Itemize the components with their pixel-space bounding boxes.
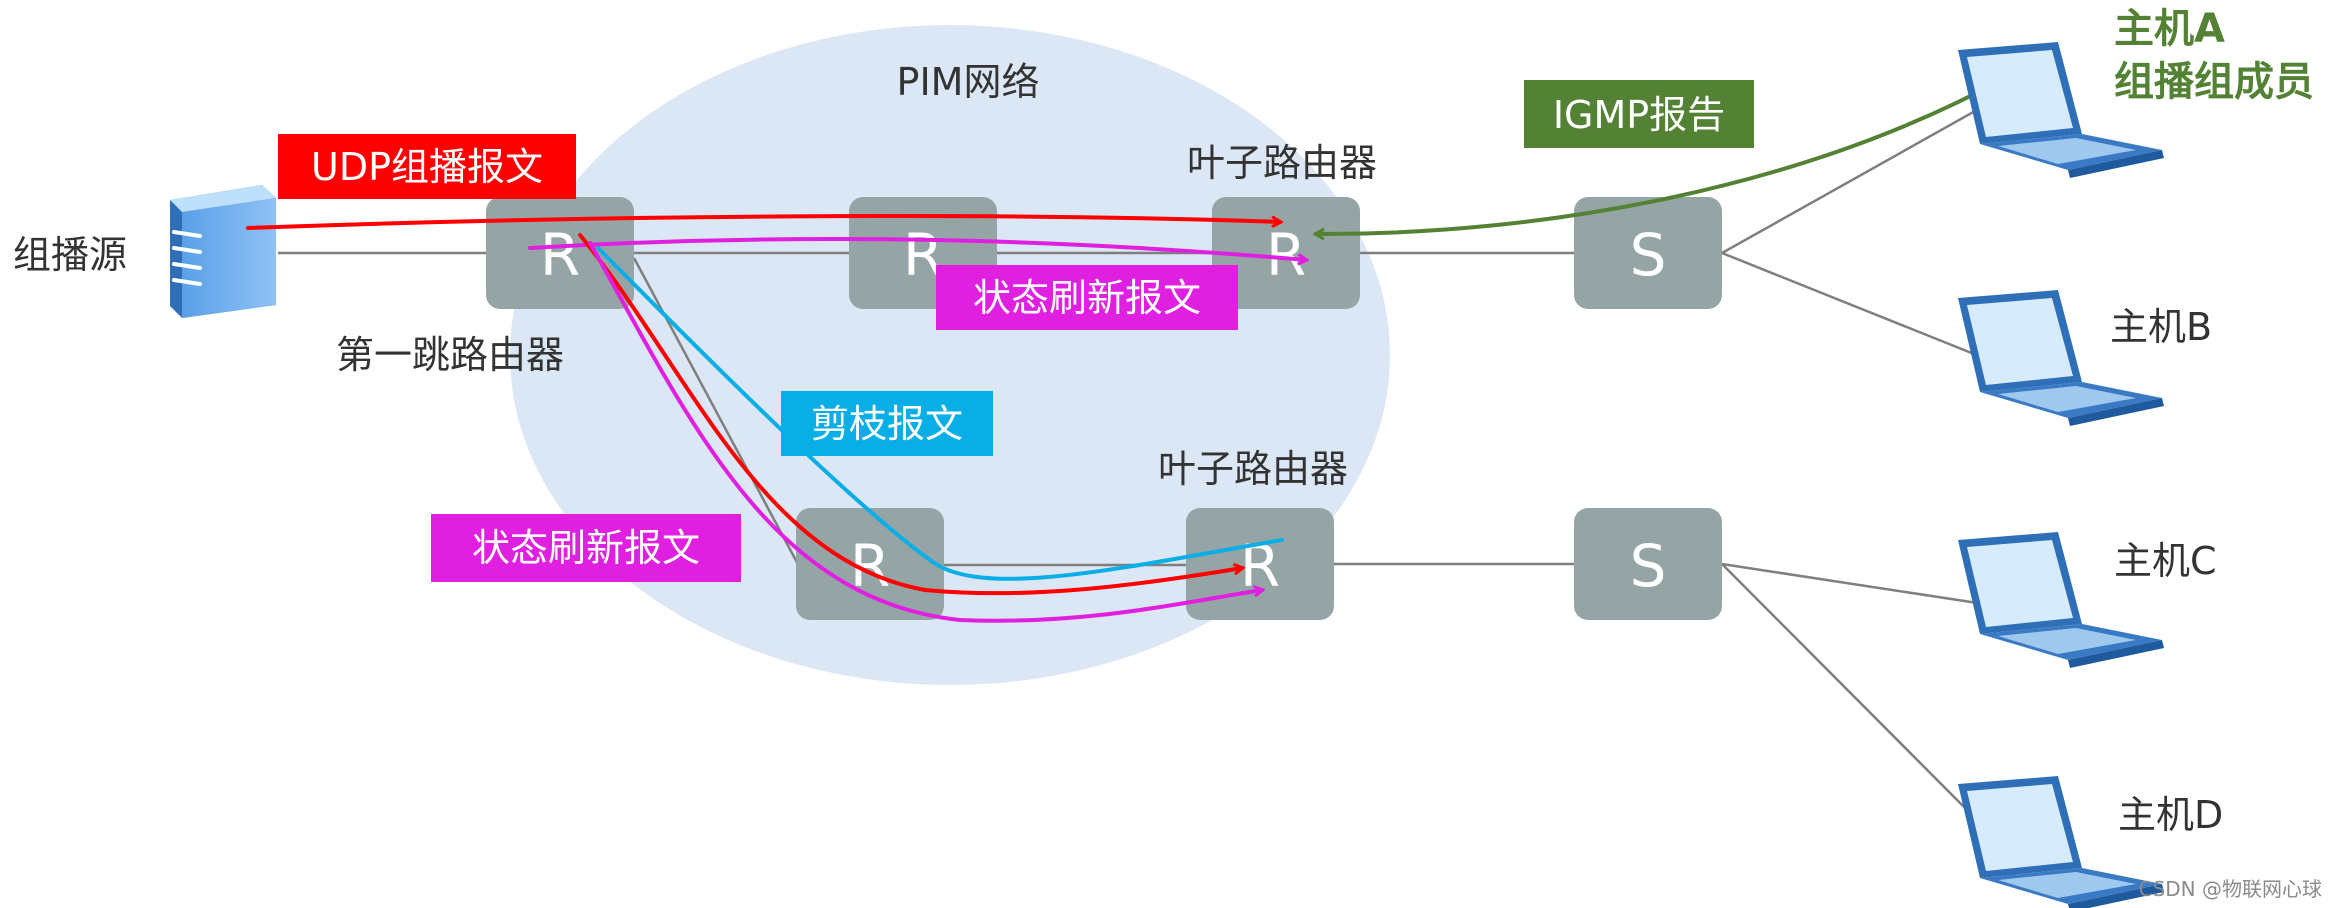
laptop-icon[interactable] bbox=[1958, 532, 2164, 668]
laptop-icon[interactable] bbox=[1958, 42, 2164, 178]
igmp-arrow bbox=[1316, 76, 2007, 234]
host-d-label: 主机D bbox=[2118, 793, 2223, 837]
host-a-label: 主机A bbox=[2114, 6, 2225, 52]
udp-arrow-bottom bbox=[578, 233, 1242, 596]
leaf-label-top: 叶子路由器 bbox=[1187, 141, 1377, 185]
refresh-tag-top: 状态刷新报文 bbox=[936, 265, 1238, 330]
udp-arrow-top bbox=[246, 214, 1280, 230]
prune-arrow bbox=[596, 246, 1284, 581]
router-first-hop[interactable]: R bbox=[486, 197, 634, 309]
host-b-label: 主机B bbox=[2110, 305, 2212, 349]
host-a-member-label: 组播组成员 bbox=[2114, 59, 2314, 105]
refresh-arrow-bottom bbox=[588, 241, 1262, 623]
prune-tag: 剪枝报文 bbox=[781, 391, 993, 456]
flow-arrows bbox=[246, 76, 2007, 623]
link-switchbottom-hostd bbox=[1721, 563, 1985, 828]
refresh-tag-bottom-label: 状态刷新报文 bbox=[472, 526, 700, 570]
first-hop-label: 第一跳路由器 bbox=[336, 333, 564, 377]
udp-tag-label: UDP组播报文 bbox=[311, 145, 543, 189]
link-switchbottom-hostc bbox=[1721, 562, 1985, 606]
router-leaf-bottom[interactable]: R bbox=[1186, 508, 1334, 620]
pim-network-label: PIM网络 bbox=[897, 60, 1040, 104]
laptop-icon[interactable] bbox=[1958, 776, 2164, 908]
switch-top[interactable]: S bbox=[1574, 197, 1722, 309]
refresh-tag-bottom: 状态刷新报文 bbox=[431, 514, 741, 582]
igmp-tag-label: IGMP报告 bbox=[1553, 93, 1725, 137]
router-leaf-top-letter: R bbox=[1266, 221, 1306, 289]
switch-bottom-letter: S bbox=[1630, 532, 1667, 600]
link-switchtop-hostb bbox=[1721, 251, 1985, 360]
refresh-tag-top-label: 状态刷新报文 bbox=[973, 276, 1201, 320]
network-links bbox=[278, 104, 1985, 828]
leaf-label-bottom: 叶子路由器 bbox=[1158, 447, 1348, 491]
source-label: 组播源 bbox=[13, 233, 127, 277]
switch-bottom[interactable]: S bbox=[1574, 508, 1722, 620]
prune-tag-label: 剪枝报文 bbox=[811, 402, 963, 446]
watermark: CSDN @物联网心球 bbox=[2139, 877, 2322, 901]
laptop-icon[interactable] bbox=[1958, 290, 2164, 426]
server-icon[interactable] bbox=[170, 185, 276, 318]
link-switchtop-hosta bbox=[1721, 104, 1985, 255]
refresh-arrow-top bbox=[528, 236, 1306, 260]
router-first-hop-letter: R bbox=[540, 221, 580, 289]
switch-top-letter: S bbox=[1630, 221, 1667, 289]
udp-tag: UDP组播报文 bbox=[278, 134, 576, 199]
igmp-tag: IGMP报告 bbox=[1524, 80, 1754, 148]
host-c-label: 主机C bbox=[2114, 539, 2217, 583]
